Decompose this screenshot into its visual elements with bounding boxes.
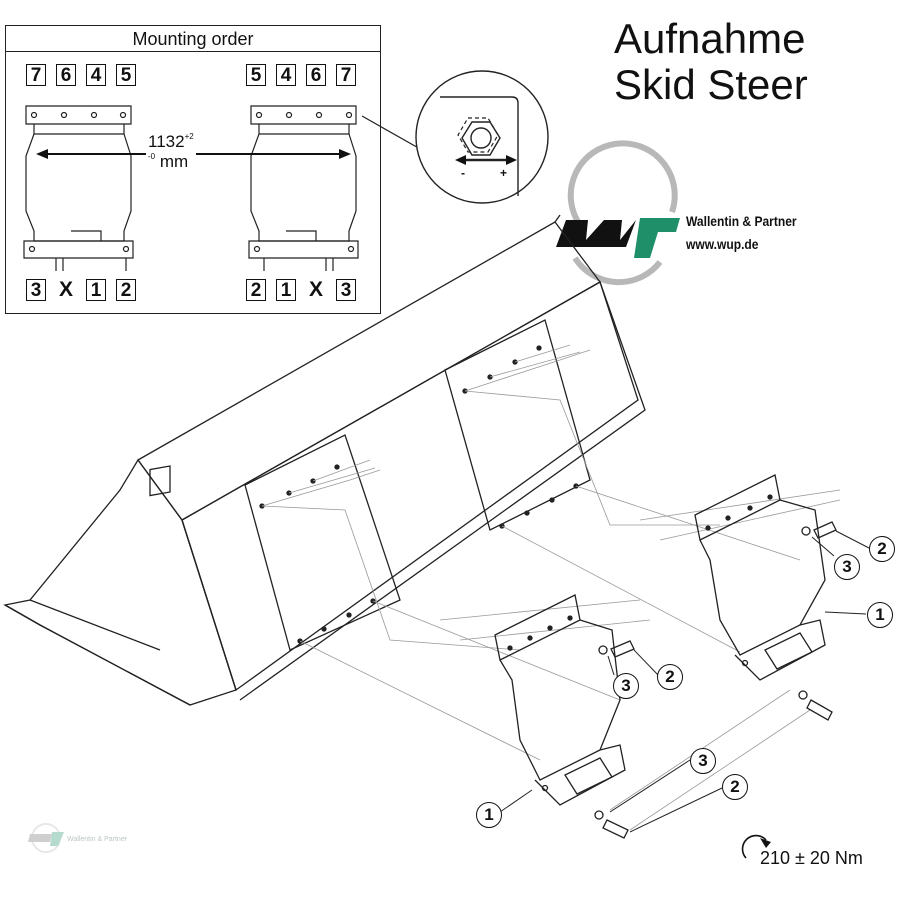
logo-url: www.wup.de xyxy=(686,236,759,252)
callout-bolt-2-hardware: 2 xyxy=(722,774,748,800)
detail-plus: + xyxy=(500,166,508,180)
drawing-title: Aufnahme Skid Steer xyxy=(614,16,808,108)
callout-bolt-2-upper: 2 xyxy=(869,536,895,562)
callout-washer-3-hardware: 3 xyxy=(690,748,716,774)
detail-leader xyxy=(361,115,423,151)
bucket-body xyxy=(3,214,646,706)
watermark-logo-mark xyxy=(28,823,64,853)
wup-logo-mark xyxy=(556,140,680,286)
detail-magnifier xyxy=(415,70,549,204)
right-bracket-outline xyxy=(248,105,359,271)
dimension-unit: mm xyxy=(159,152,189,171)
callout-bolt-2-lower: 2 xyxy=(657,664,683,690)
callout-part-1-upper: 1 xyxy=(867,602,893,628)
callout-washer-3-upper: 3 xyxy=(834,554,860,580)
logo-company-name: Wallentin & Partner xyxy=(686,213,797,229)
tolerance-plus: +2 xyxy=(184,132,194,141)
panel-title: Mounting order xyxy=(6,26,380,52)
order-number: 2 xyxy=(116,279,136,301)
order-number: 4 xyxy=(86,64,106,86)
order-number: 3 xyxy=(336,279,356,301)
order-number: 1 xyxy=(86,279,106,301)
bracket-upper-right xyxy=(694,474,837,681)
title-line-2: Skid Steer xyxy=(614,61,808,108)
order-number: 1 xyxy=(276,279,296,301)
order-number: 6 xyxy=(306,64,326,86)
tolerance-minus: -0 xyxy=(148,152,156,161)
lower-hardware xyxy=(594,690,833,839)
callout-part-1-lower: 1 xyxy=(476,802,502,828)
order-number: 5 xyxy=(246,64,266,86)
dimension-label: 1132+2 -0 mm xyxy=(146,132,196,172)
torque-icon xyxy=(741,834,771,859)
detail-minus: - xyxy=(461,166,465,180)
order-number: 4 xyxy=(276,64,296,86)
order-number: 6 xyxy=(56,64,76,86)
callout-leaders xyxy=(499,530,870,833)
torque-spec: 210 ± 20 Nm xyxy=(760,848,863,868)
bracket-lower-center xyxy=(494,594,635,806)
title-line-1: Aufnahme xyxy=(614,15,806,62)
order-number: 7 xyxy=(26,64,46,86)
order-number: 7 xyxy=(336,64,356,86)
skip-mark: X xyxy=(58,278,73,301)
callout-washer-3-lower: 3 xyxy=(613,673,639,699)
dimension-value: 1132 xyxy=(148,132,185,151)
order-number: 3 xyxy=(26,279,46,301)
left-bracket-outline xyxy=(23,105,134,271)
watermark-text: Wallentin & Partner xyxy=(67,836,128,843)
order-number: 5 xyxy=(116,64,136,86)
projection-lines xyxy=(261,344,841,831)
mounting-order-panel: Mounting order 7 6 4 5 5 4 6 7 3 X 1 2 2… xyxy=(5,25,381,314)
order-number: 2 xyxy=(246,279,266,301)
skip-mark: X xyxy=(308,278,323,301)
